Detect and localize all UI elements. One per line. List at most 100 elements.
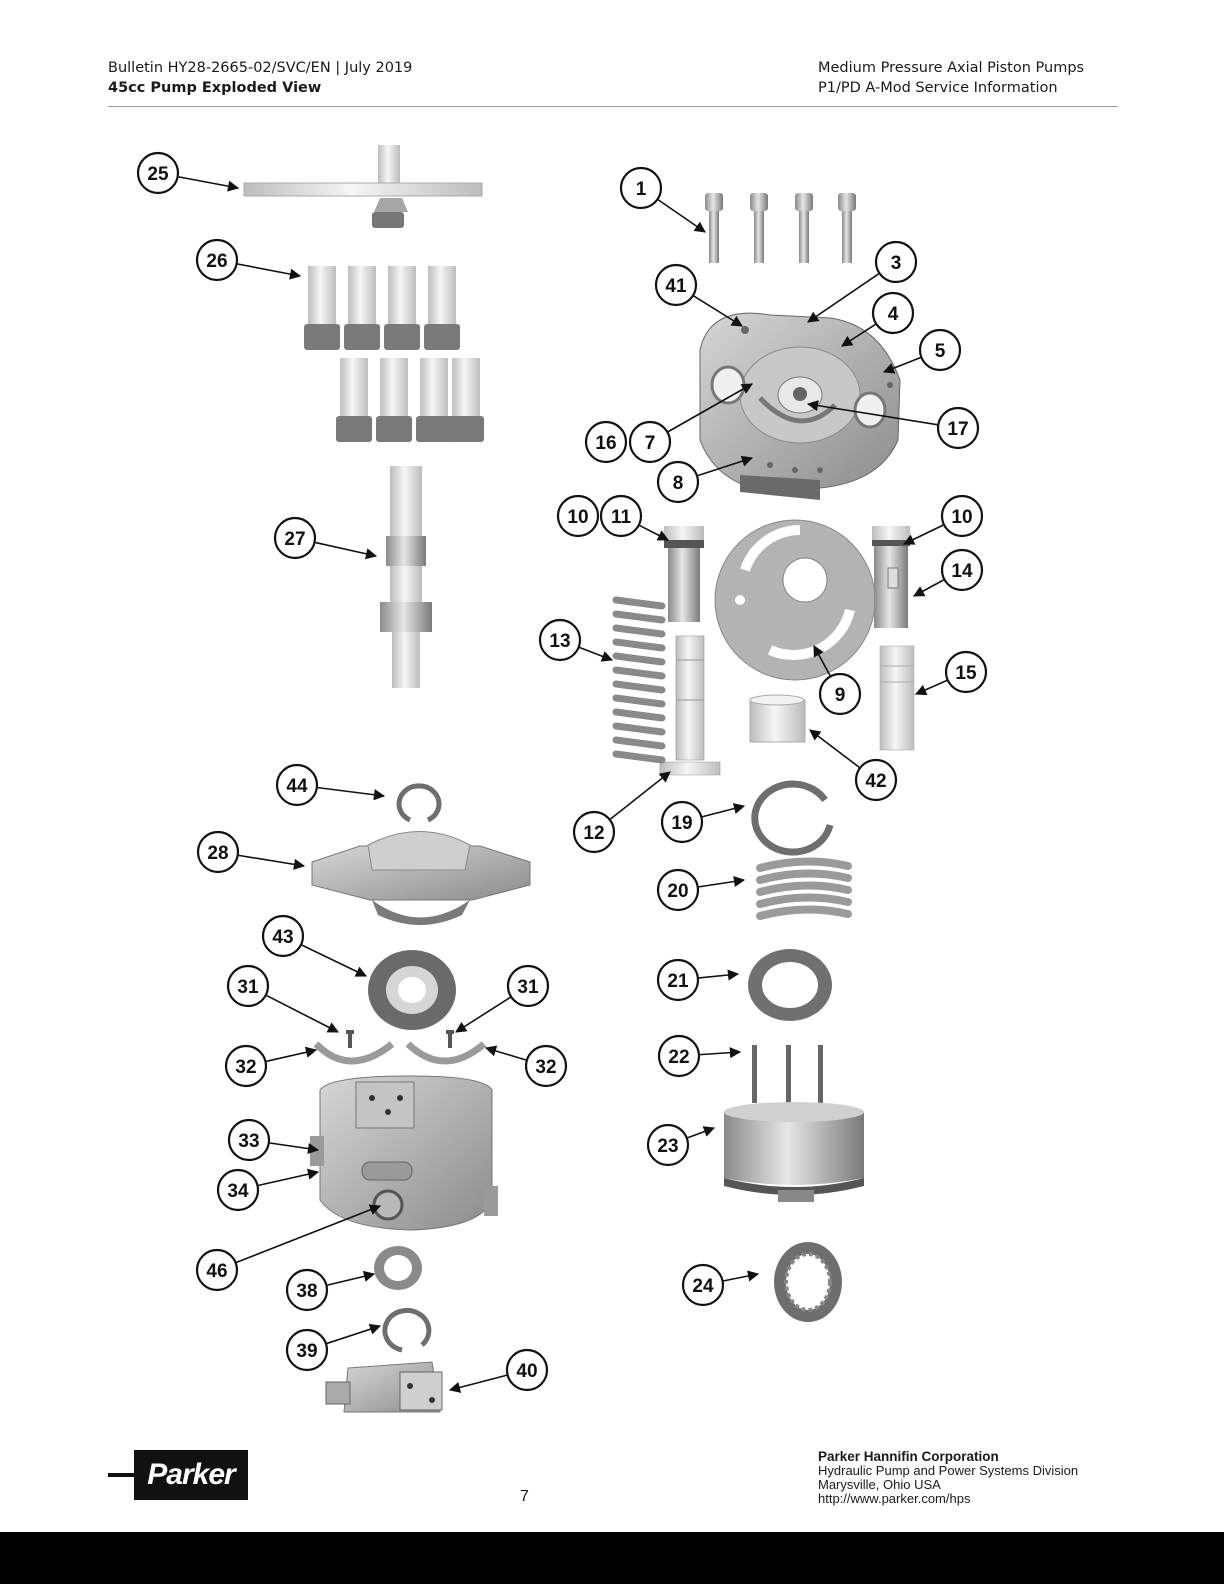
- callout-circle: [628, 420, 672, 464]
- leader-arrow-39: [326, 1323, 382, 1345]
- leader-arrow-28: [238, 854, 306, 870]
- part-15-bushing: [879, 645, 915, 751]
- leader-arrow-31: [266, 994, 339, 1033]
- leader-arrow-32: [484, 1045, 527, 1061]
- callout-number: 33: [238, 1131, 259, 1152]
- callout-circle: [136, 151, 180, 195]
- callout-circle: [656, 460, 700, 504]
- part-32-saddle-bearings: [313, 1041, 487, 1065]
- leader-arrow-9: [813, 645, 831, 676]
- callout-number: 46: [206, 1261, 227, 1282]
- callout-circle: [195, 238, 239, 282]
- corp-name: Parker Hannifin Corporation: [818, 1449, 999, 1464]
- part-42-bushing: [749, 694, 806, 743]
- part-20-spring: [756, 857, 852, 920]
- leader-arrow-26: [237, 263, 302, 280]
- part-40-compensator: [325, 1361, 443, 1413]
- callout-circle: [918, 328, 962, 372]
- callout-circle: [936, 406, 980, 450]
- bulletin-number: Bulletin HY28-2665-02/SVC/EN | July 2019: [108, 60, 413, 76]
- header-right: Medium Pressure Axial Piston Pumps P1/PD…: [818, 58, 1084, 98]
- corporate-address: Parker Hannifin Corporation Hydraulic Pu…: [818, 1450, 1078, 1506]
- callout-number: 44: [286, 776, 308, 797]
- parker-logo: Parker: [108, 1450, 248, 1500]
- callout-circle: [681, 1263, 725, 1307]
- callout-10: 10: [940, 494, 984, 538]
- callout-16: 16: [584, 420, 628, 464]
- leader-arrow-46: [236, 1204, 382, 1264]
- leader-arrow-41: [693, 295, 743, 327]
- part-38-shaft-seal: [374, 1246, 422, 1290]
- leader-arrow-25: [178, 176, 240, 192]
- part-26-piston-shoe-assemblies: [304, 266, 484, 442]
- callout-number: 14: [951, 561, 973, 582]
- callout-number: 19: [671, 813, 692, 834]
- callout-25: 25: [136, 151, 180, 195]
- callout-11: 11: [599, 494, 643, 538]
- part-28-swashplate: [311, 831, 531, 925]
- callout-21: 21: [656, 958, 700, 1002]
- part-22-pins: [752, 1045, 823, 1103]
- callout-number: 13: [549, 631, 570, 652]
- callout-circle: [275, 763, 319, 807]
- callout-circle: [556, 494, 600, 538]
- callout-5: 5: [918, 328, 962, 372]
- part-9-valve-plate: [714, 519, 876, 681]
- callout-44: 44: [275, 763, 319, 807]
- callout-number: 4: [888, 304, 899, 325]
- part-44-retaining-ring: [396, 783, 442, 823]
- callout-number: 32: [235, 1057, 256, 1078]
- callout-39: 39: [285, 1328, 329, 1372]
- part-11-control-sleeve: [664, 526, 704, 622]
- callout-22: 22: [657, 1034, 701, 1078]
- callout-circle: [871, 291, 915, 335]
- part-43-bearing: [368, 950, 456, 1030]
- header-left: Bulletin HY28-2665-02/SVC/EN | July 2019…: [108, 58, 412, 98]
- callout-circle: [195, 1248, 239, 1292]
- header-rule: [108, 106, 1118, 107]
- callout-circle: [818, 672, 862, 716]
- part-23-cylinder-barrel: [724, 1102, 864, 1202]
- part-27-drive-shaft: [380, 466, 432, 688]
- callout-38: 38: [285, 1268, 329, 1312]
- part-21-washer: [748, 949, 832, 1021]
- callout-1: 1: [619, 166, 663, 210]
- leader-arrow-33: [269, 1142, 320, 1155]
- callout-40: 40: [505, 1348, 549, 1392]
- callout-number: 21: [667, 971, 689, 992]
- callout-31: 31: [226, 964, 270, 1008]
- callout-number: 20: [667, 881, 688, 902]
- callout-4: 4: [871, 291, 915, 335]
- leader-arrow-40: [448, 1374, 507, 1393]
- leader-arrow-1: [657, 199, 706, 233]
- callout-circle: [285, 1328, 329, 1372]
- leader-arrow-19: [702, 803, 746, 818]
- callout-33: 33: [227, 1118, 271, 1162]
- callout-28: 28: [196, 830, 240, 874]
- leader-arrow-27: [315, 541, 378, 560]
- part-14-control-sleeve: [872, 526, 910, 628]
- logo-wordmark: Parker: [134, 1450, 248, 1500]
- callout-number: 1: [636, 179, 647, 200]
- leader-arrow-44: [317, 786, 386, 801]
- callout-number: 9: [835, 685, 846, 706]
- callout-10: 10: [556, 494, 600, 538]
- leader-arrow-14: [913, 579, 944, 597]
- callout-number: 34: [227, 1181, 249, 1202]
- callout-circle: [524, 1044, 568, 1088]
- leader-arrow-13: [579, 646, 614, 662]
- callout-number: 43: [272, 927, 293, 948]
- callout-circle: [224, 1044, 268, 1088]
- callout-32: 32: [524, 1044, 568, 1088]
- callout-42: 42: [854, 758, 898, 802]
- leader-arrow-5: [882, 356, 921, 374]
- leader-arrow-22: [699, 1047, 742, 1059]
- callout-circle: [216, 1168, 260, 1212]
- callout-circle: [196, 830, 240, 874]
- leader-arrow-20: [698, 875, 746, 888]
- callout-leaders: [178, 176, 948, 1393]
- part-13-spring: [612, 596, 666, 764]
- part-24-spline-coupling: [774, 1242, 842, 1322]
- callout-circle: [944, 650, 988, 694]
- leader-arrow-12: [609, 771, 671, 820]
